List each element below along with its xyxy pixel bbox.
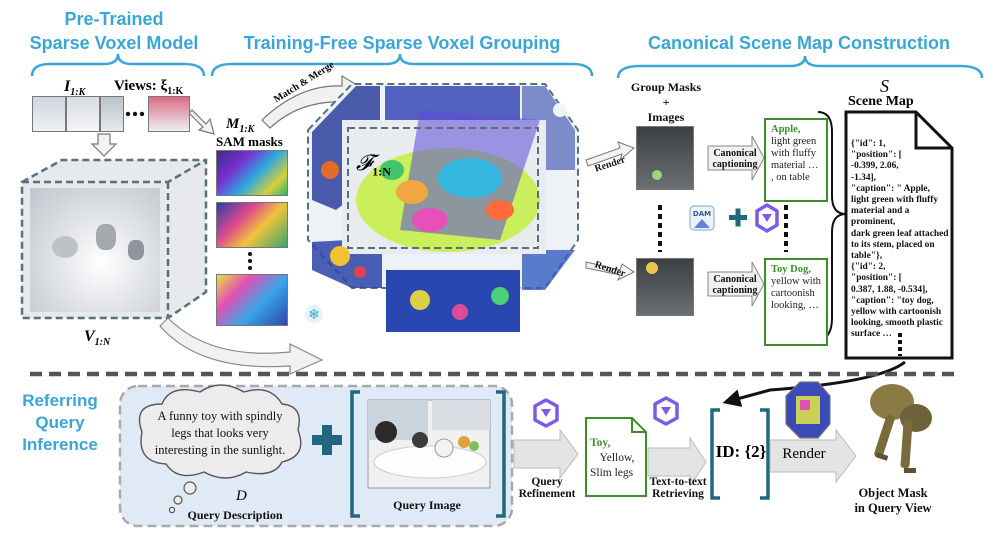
images-label: I1:K	[64, 78, 86, 99]
voxel-object	[128, 240, 144, 260]
curved-arrow	[159, 317, 324, 375]
llm-icon-retrieve	[653, 396, 679, 426]
query-description-symbol: D	[236, 488, 247, 504]
brace-grouping	[210, 53, 594, 77]
voxel-object	[96, 224, 116, 250]
down-arrow	[90, 133, 118, 157]
brace-canonical	[616, 55, 984, 79]
toy-highlight	[646, 262, 658, 274]
scene-map-content: {"id": 1, "position": [ -0.399, 2.06, -1…	[851, 139, 949, 340]
input-image-3	[100, 96, 124, 132]
render-label-bottom: Render	[782, 446, 826, 462]
sam-masks-label: SAM masks	[216, 134, 283, 149]
sam-mask-1	[216, 150, 288, 196]
input-image-k	[148, 96, 190, 132]
header-pretrained-line2: Sparse Voxel Model	[29, 33, 199, 53]
id-result: ID: {2}	[715, 442, 767, 461]
header-grouping: Training-Free Sparse Voxel Grouping	[243, 33, 561, 53]
llm-icon-refine	[533, 398, 559, 428]
scene-map-symbol: S	[880, 76, 889, 96]
voxel-label: V1:N	[84, 328, 111, 349]
header-referring: Referring Query Inference	[22, 391, 98, 454]
snowflake-icon: ❄	[308, 307, 320, 323]
feature-label: 𝓕1:N	[356, 150, 391, 179]
voxel-object	[52, 236, 78, 258]
object-mask-image	[870, 384, 932, 473]
group-masks-label: Group Masks+Images	[630, 80, 702, 124]
sam-mask-k	[216, 274, 288, 326]
query-image-label: Query Image	[393, 498, 461, 512]
sam-mask-2	[216, 202, 288, 248]
llm-icon-top	[755, 203, 779, 233]
views-label: Views: ξ1:K	[114, 78, 184, 97]
dam-label: DAM	[693, 210, 711, 218]
input-image-1	[32, 96, 66, 132]
apple-caption-doc: Apple, light green with fluffy material …	[764, 118, 828, 202]
header-pretrained-line1: Pre-Trained	[64, 9, 164, 29]
group-image-2	[636, 258, 694, 316]
query-cloud	[138, 384, 302, 479]
toy-caption-doc: Toy Dog, yellow with cartoonish looking,…	[764, 258, 828, 346]
mask-dots	[248, 252, 256, 270]
header-canonical: Canonical Scene Map Construction	[647, 33, 951, 53]
refined-query-doc: Toy, Yellow, Slim legs	[590, 437, 635, 479]
masks-label: M1:K	[226, 116, 255, 135]
query-description-text: A funny toy with spindly legs that looks…	[154, 409, 286, 457]
query-description-label: Query Description	[187, 508, 283, 522]
brace-pretrained	[30, 53, 206, 77]
group-image-1	[636, 126, 694, 190]
scene-map-title: Scene Map	[848, 94, 914, 109]
input-image-2	[66, 96, 100, 132]
apple-highlight	[652, 170, 662, 180]
